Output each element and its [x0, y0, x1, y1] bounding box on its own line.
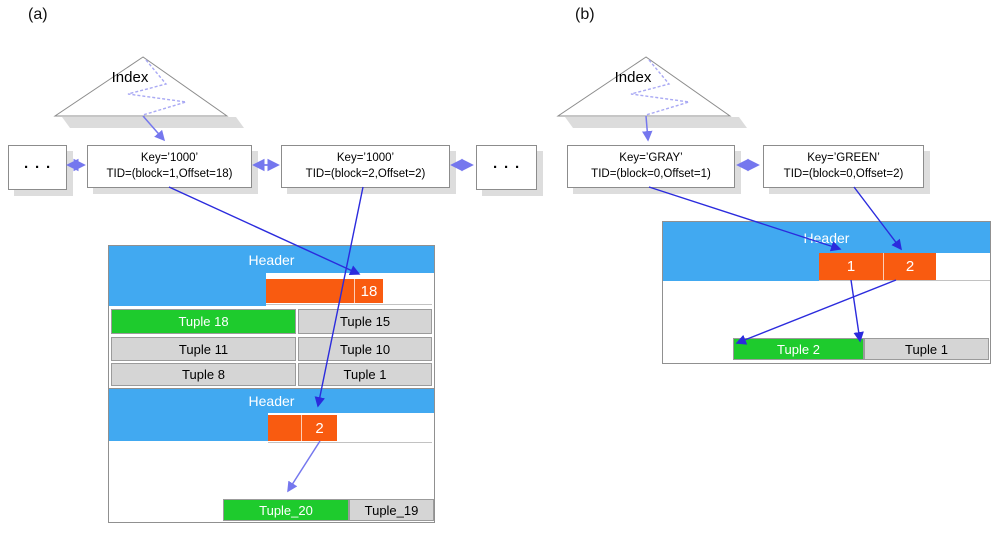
- entry-tid: TID=(block=2,Offset=2): [305, 167, 426, 180]
- panel-label-b: (b): [575, 6, 595, 23]
- arrow-index-to-entry-a: [142, 115, 166, 142]
- tuple-cell: Tuple 10: [298, 337, 432, 361]
- tuple-cell: Tuple_19: [349, 499, 434, 521]
- page-header-bar-left: [109, 413, 268, 441]
- heap-page-block2: Header 2 Tuple_20 Tuple_19: [108, 388, 435, 523]
- tuple-cell-live: Tuple 2: [733, 338, 864, 360]
- tuple-cell: Tuple 8: [111, 363, 296, 386]
- page-header-bar: Header: [109, 246, 434, 273]
- entry-key: Key=’1000’: [336, 151, 395, 164]
- index-entry-box: Key=’GREEN’ TID=(block=0,Offset=2): [763, 145, 924, 188]
- item-pointer-cell: [266, 279, 354, 303]
- index-entry-box: Key=’GRAY’ TID=(block=0,Offset=1): [567, 145, 735, 188]
- tuple-cell: Tuple 1: [298, 363, 432, 386]
- entry-key: Key=’1000’: [140, 151, 199, 164]
- leaf-node-ellipsis-left: ···: [8, 145, 67, 190]
- entry-tid: TID=(block=1,Offset=18): [106, 167, 233, 180]
- free-space-line: [266, 304, 432, 305]
- index-triangle-shadow-b: [565, 117, 747, 128]
- page-header-bar: Header: [663, 222, 990, 253]
- entry-key: Key=’GRAY’: [619, 151, 683, 164]
- item-pointer-bar: 18: [266, 279, 383, 303]
- leaf-node-ellipsis-right: ···: [476, 145, 537, 190]
- index-entry-box: Key=’1000’ TID=(block=2,Offset=2): [281, 145, 450, 188]
- entry-tid: TID=(block=0,Offset=2): [783, 167, 904, 180]
- item-pointer-cell: 1: [819, 253, 883, 280]
- tuple-cell: Tuple 1: [864, 338, 989, 360]
- item-pointer-cell: 2: [301, 415, 337, 441]
- tuple-cell-live: Tuple 18: [111, 309, 296, 334]
- item-pointer-cell: [268, 415, 301, 441]
- free-space-line: [268, 442, 432, 443]
- heap-page-block1: Header 18 Tuple 18 Tuple 15 Tuple 11 Tup…: [108, 245, 435, 390]
- page-header-bar-left: [663, 253, 819, 281]
- entry-key: Key=’GREEN’: [807, 151, 880, 164]
- item-pointer-cell: 18: [354, 279, 383, 303]
- page-header-bar-left: [109, 273, 266, 306]
- index-triangle-shadow-a: [62, 117, 244, 128]
- item-pointer-bar: 2: [268, 415, 337, 441]
- entry-tid: TID=(block=0,Offset=1): [591, 167, 711, 180]
- arrow-index-to-entry-b: [642, 115, 653, 142]
- index-triangle-a: [53, 56, 229, 117]
- panel-label-a: (a): [28, 6, 48, 23]
- index-label-a: Index: [111, 69, 149, 86]
- tuple-cell: Tuple 11: [111, 337, 296, 361]
- tuple-cell-live: Tuple_20: [223, 499, 349, 521]
- free-space-line: [819, 280, 990, 281]
- item-pointer-bar: 1 2: [819, 253, 936, 280]
- heap-page-block0: Header 1 2 Tuple 2 Tuple 1: [662, 221, 991, 364]
- tuple-cell: Tuple 15: [298, 309, 432, 334]
- item-pointer-cell: 2: [883, 253, 936, 280]
- index-triangle-b: [556, 56, 732, 117]
- page-header-bar: Header: [109, 389, 434, 413]
- index-label-b: Index: [614, 69, 652, 86]
- index-entry-box: Key=’1000’ TID=(block=1,Offset=18): [87, 145, 252, 188]
